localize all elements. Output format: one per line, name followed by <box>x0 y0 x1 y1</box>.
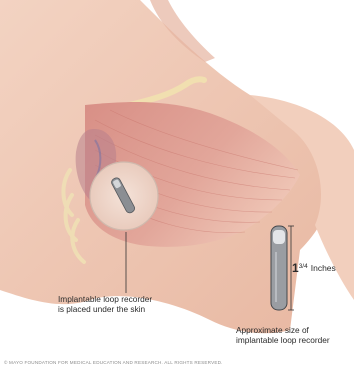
size-caption-line-2: implantable loop recorder <box>236 335 352 345</box>
callout-implant-placement: Implantable loop recorder is placed unde… <box>58 294 198 314</box>
length-fraction: 3/4 <box>299 263 308 270</box>
size-caption: Approximate size of implantable loop rec… <box>236 325 352 345</box>
length-whole: 1 <box>292 261 299 275</box>
callout-line-1: Implantable loop recorder <box>58 294 198 304</box>
device-actual-size <box>271 226 287 310</box>
callout-line-2: is placed under the skin <box>58 304 198 314</box>
copyright-notice: © MAYO FOUNDATION FOR MEDICAL EDUCATION … <box>4 360 223 366</box>
size-caption-line-1: Approximate size of <box>236 325 352 335</box>
length-unit: Inches <box>311 263 336 273</box>
